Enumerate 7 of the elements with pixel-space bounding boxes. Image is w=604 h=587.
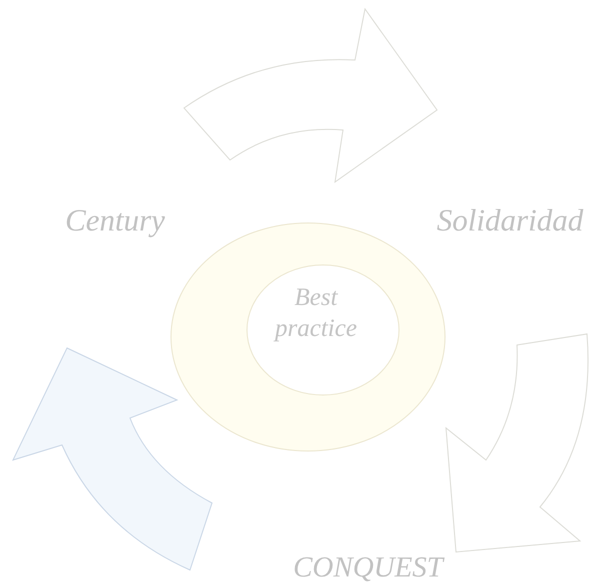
cycle-label: CONQUEST (293, 554, 443, 582)
curved-block-arrow (446, 334, 588, 552)
cycle-label: Solidaridad (436, 204, 584, 236)
center-label: Best practice (272, 283, 358, 344)
cycle-label: Century (65, 204, 165, 236)
curved-block-arrow (12, 348, 212, 570)
curved-block-arrow (184, 8, 438, 182)
